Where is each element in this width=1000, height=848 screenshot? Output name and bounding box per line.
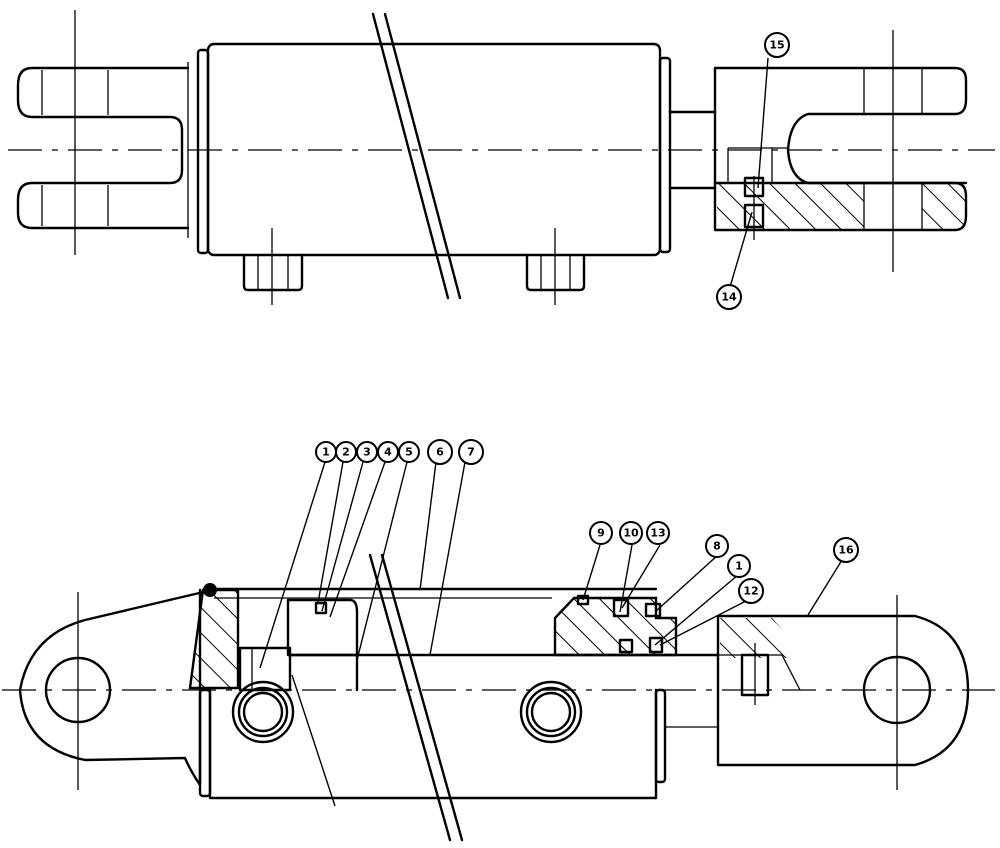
balloon-label-9: 9: [597, 527, 605, 540]
balloon-1: 1: [315, 441, 337, 463]
balloon-label-1: 1: [322, 446, 330, 459]
balloon-6: 6: [427, 439, 453, 465]
balloon-label-1b: 1: [735, 560, 743, 573]
balloon-label-15: 15: [769, 39, 784, 52]
balloon-14: 14: [716, 284, 742, 310]
balloon-label-3: 3: [363, 446, 371, 459]
balloon-3: 3: [356, 441, 378, 463]
balloon-7: 7: [458, 439, 484, 465]
balloon-label-16: 16: [838, 544, 854, 557]
section-port-left: [231, 680, 295, 744]
top-barrel: [196, 42, 672, 257]
balloon-15: 15: [764, 32, 790, 58]
rear-end-cap: [188, 588, 240, 690]
top-port-left: [242, 228, 304, 305]
section-rod: [288, 653, 720, 692]
balloon-9: 9: [589, 521, 613, 545]
balloon-label-10: 10: [623, 527, 639, 540]
balloon-label-2: 2: [342, 446, 350, 459]
section-break-lines: [368, 553, 464, 842]
balloon-label-14: 14: [721, 291, 737, 304]
balloon-1b: 1: [727, 554, 751, 578]
balloon-16: 16: [833, 537, 859, 563]
section-barrel: [198, 688, 667, 800]
balloon-13: 13: [646, 521, 670, 545]
top-rod: [668, 110, 717, 190]
gland: [553, 594, 718, 728]
balloon-label-4: 4: [384, 446, 392, 459]
balloon-4: 4: [377, 441, 399, 463]
top-view: [8, 10, 995, 305]
top-rod-clevis: [713, 30, 968, 272]
balloon-label-5: 5: [405, 446, 413, 459]
balloon-label-7: 7: [467, 446, 475, 459]
balloon-8: 8: [705, 534, 729, 558]
top-break-lines: [371, 12, 462, 300]
leader-lines: [259, 57, 843, 807]
balloon-label-12: 12: [743, 585, 758, 598]
rear-eye-mount: [18, 588, 214, 790]
rod-end-eye: [716, 595, 970, 790]
balloon-5: 5: [398, 441, 420, 463]
balloon-label-13: 13: [650, 527, 665, 540]
top-port-right: [525, 228, 586, 305]
balloon-12: 12: [738, 578, 764, 604]
section-view: [2, 553, 995, 842]
balloon-10: 10: [619, 521, 643, 545]
balloon-2: 2: [335, 441, 357, 463]
balloon-label-6: 6: [436, 446, 444, 459]
piston: [238, 598, 359, 692]
section-port-right: [519, 680, 583, 744]
top-clevis-fork: [16, 10, 190, 255]
balloon-label-8: 8: [713, 540, 721, 553]
